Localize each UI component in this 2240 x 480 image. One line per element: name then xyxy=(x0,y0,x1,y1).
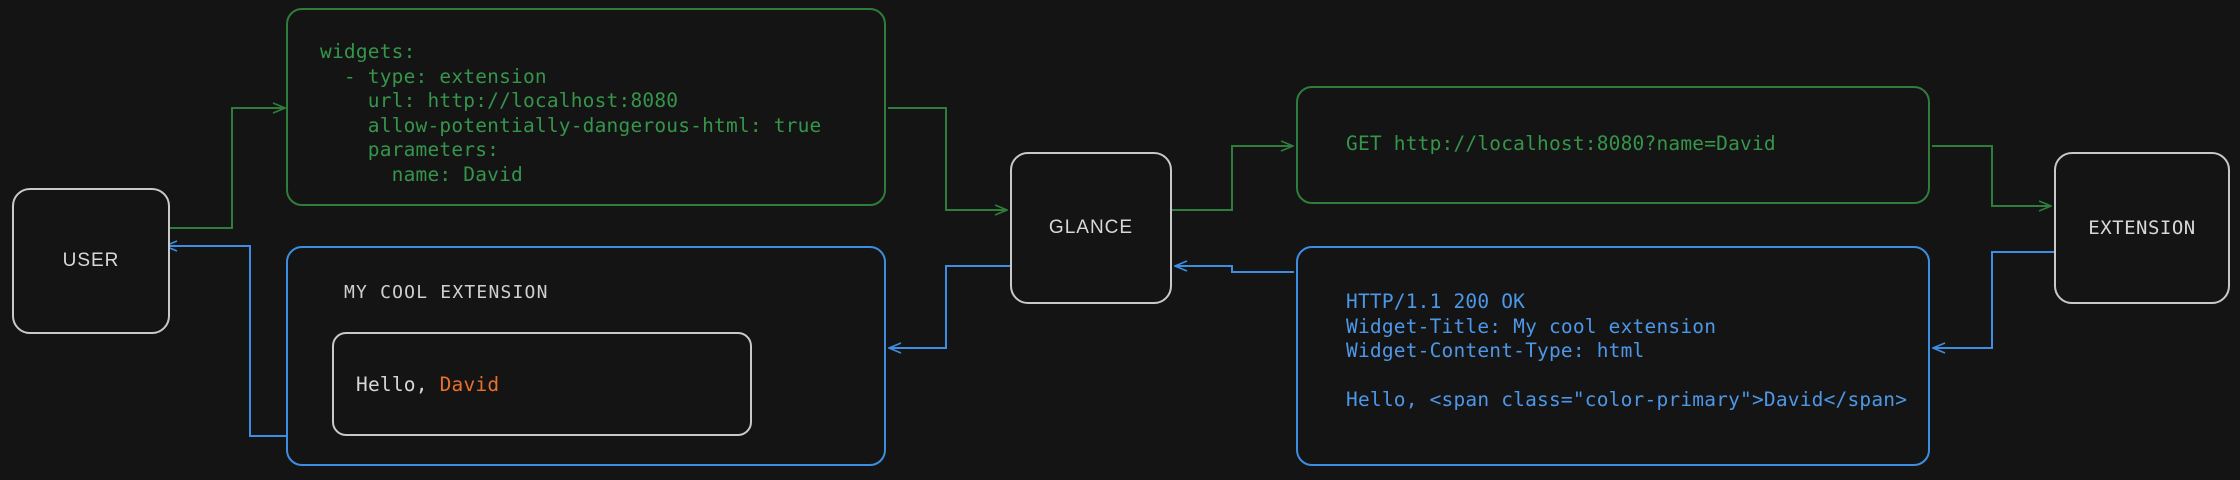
node-glance-label: GLANCE xyxy=(1048,217,1134,238)
http-request-code: GET http://localhost:8080?name=David xyxy=(1346,132,1776,155)
edge-glance-to-widget xyxy=(890,265,1010,348)
panel-rendered-widget: MY COOL EXTENSION Hello, David xyxy=(286,246,886,466)
edge-user-to-config xyxy=(170,108,284,229)
edge-extension-to-response xyxy=(1934,251,2054,348)
node-extension[interactable]: EXTENSION xyxy=(2054,152,2230,304)
node-user[interactable]: USER xyxy=(12,188,170,334)
widget-card-text: Hello, David xyxy=(334,373,499,396)
widget-title: MY COOL EXTENSION xyxy=(344,282,549,303)
widget-card: Hello, David xyxy=(332,332,752,436)
edge-widget-to-user xyxy=(166,246,286,437)
http-response-code: HTTP/1.1 200 OK Widget-Title: My cool ex… xyxy=(1346,290,1908,411)
yaml-config-code: widgets: - type: extension url: http://l… xyxy=(320,40,822,186)
widget-greeting-name: David xyxy=(439,372,500,396)
node-extension-label: EXTENSION xyxy=(2088,217,2196,239)
panel-http-response: HTTP/1.1 200 OK Widget-Title: My cool ex… xyxy=(1296,246,1930,466)
node-user-label: USER xyxy=(62,250,120,271)
edge-glance-to-get xyxy=(1172,146,1292,211)
node-glance[interactable]: GLANCE xyxy=(1010,152,1172,304)
panel-yaml-config: widgets: - type: extension url: http://l… xyxy=(286,8,886,206)
edge-config-to-glance xyxy=(888,107,1006,210)
widget-greeting-prefix: Hello, xyxy=(356,372,440,396)
edge-response-to-glance xyxy=(1176,266,1294,273)
panel-http-request: GET http://localhost:8080?name=David xyxy=(1296,86,1930,204)
edge-get-to-extension xyxy=(1932,145,2050,206)
